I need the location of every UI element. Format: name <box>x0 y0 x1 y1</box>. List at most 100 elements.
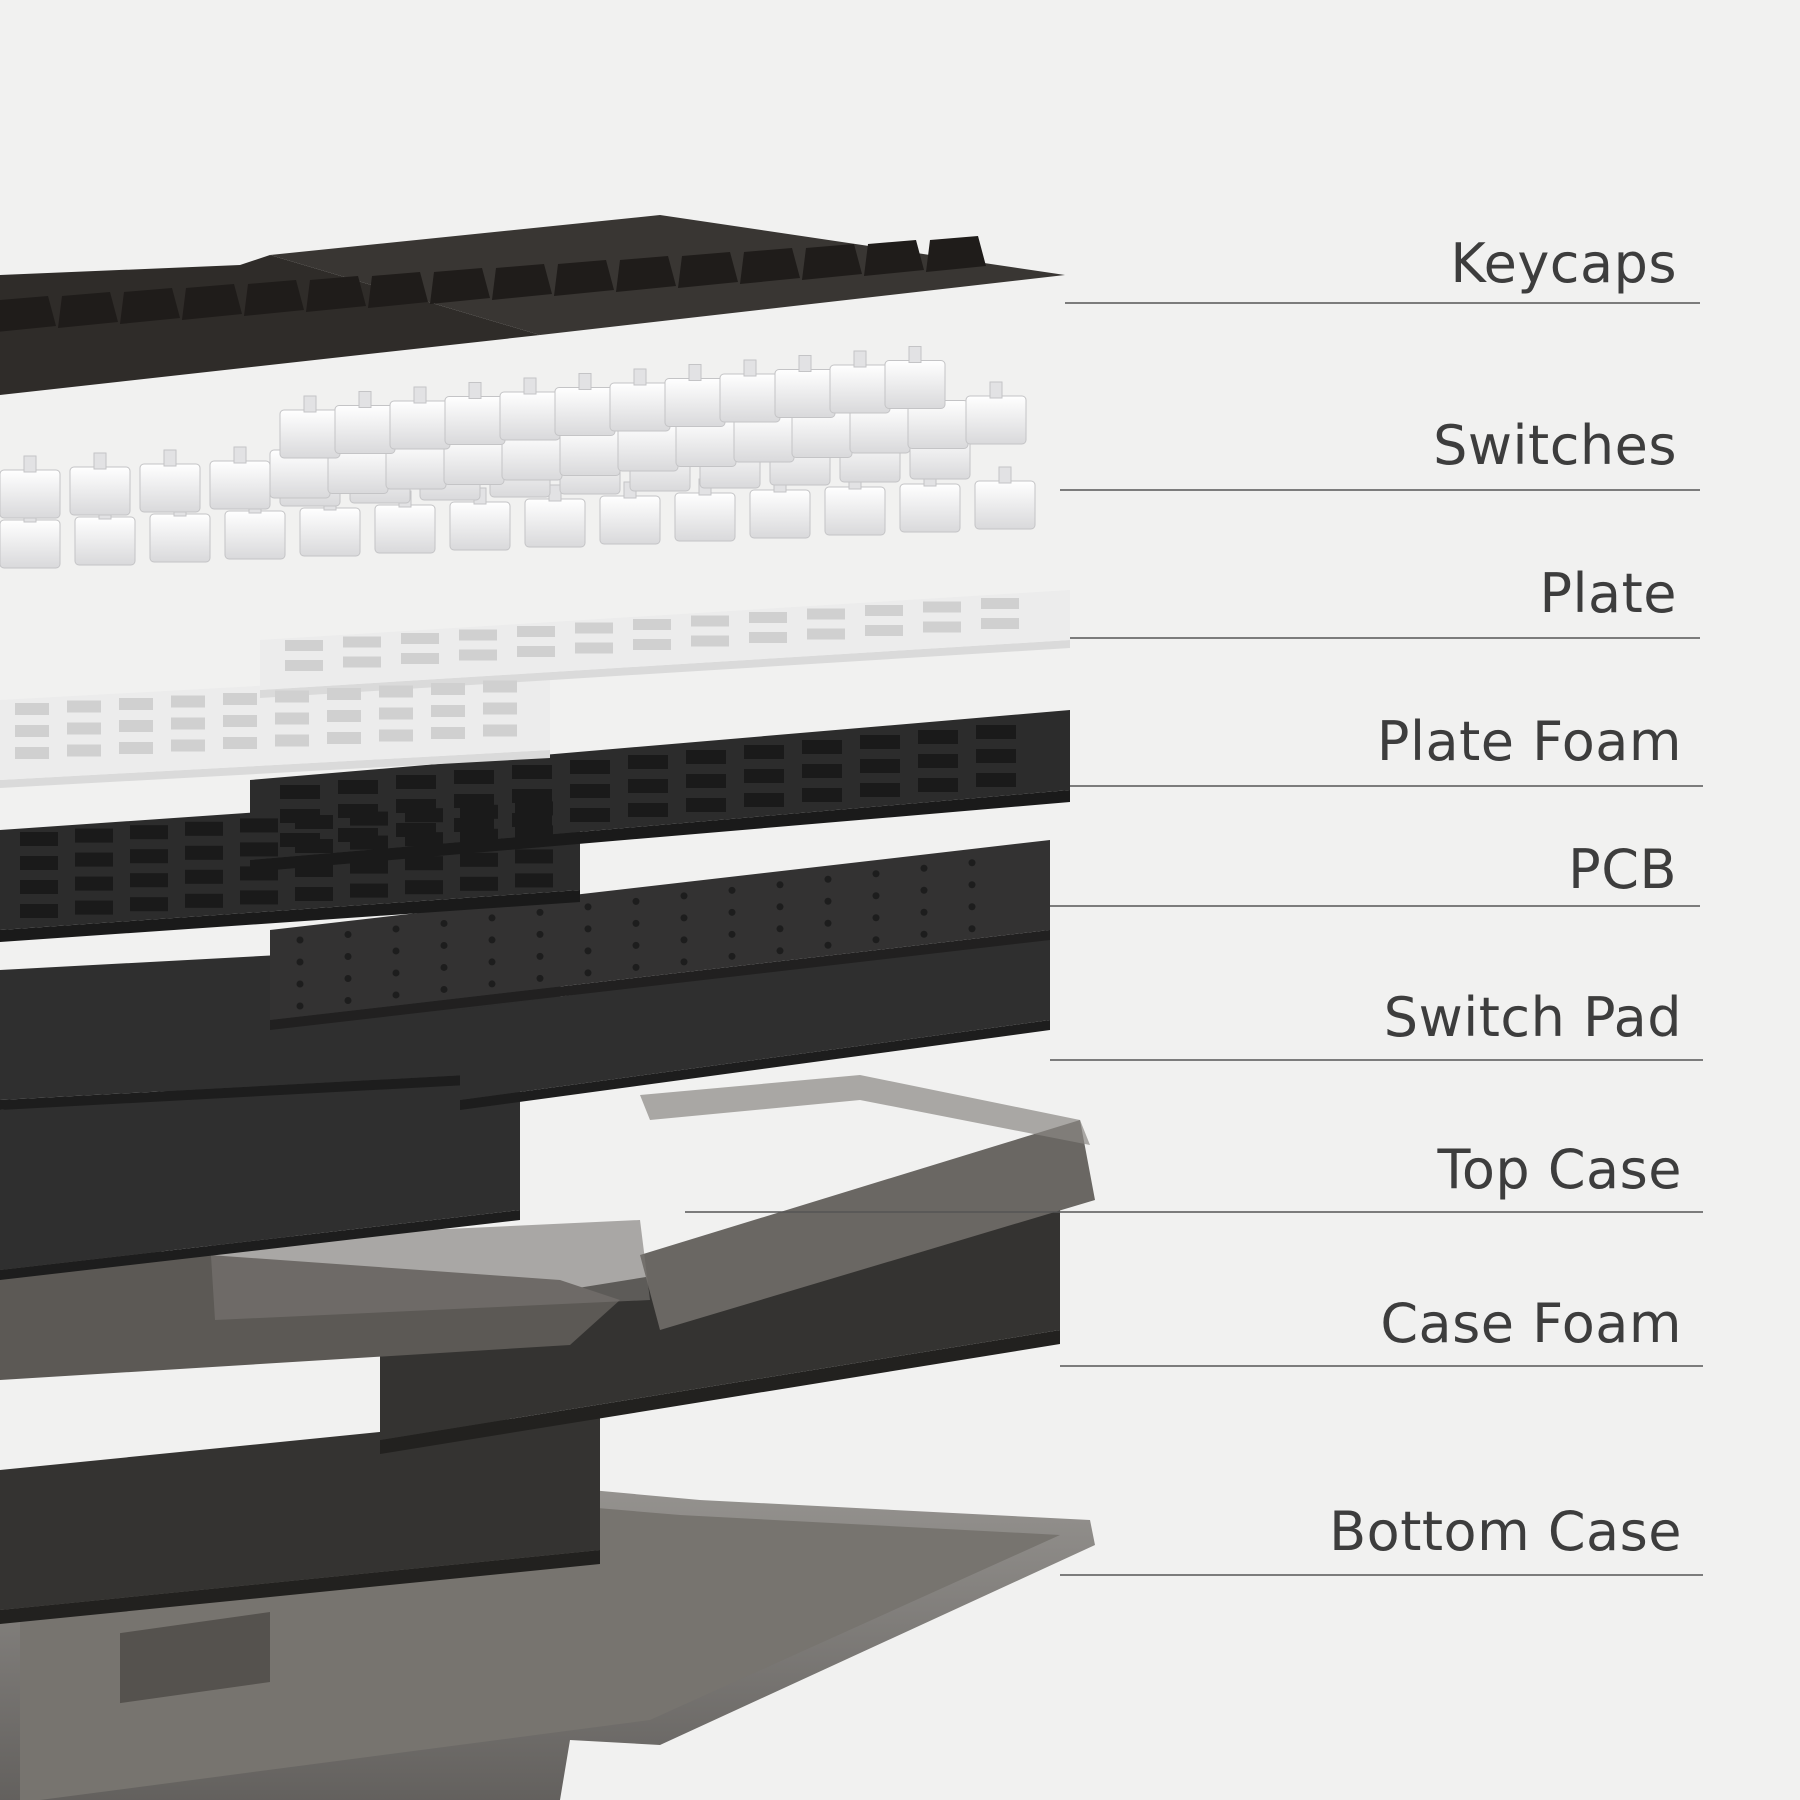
switch-stem <box>523 377 537 395</box>
plate-cutout <box>483 724 517 737</box>
pcb-hole <box>680 892 688 900</box>
keycaps-layer <box>0 215 1065 395</box>
pcb-hole <box>392 991 400 999</box>
plate-cutout <box>923 621 961 633</box>
pcb-hole <box>584 969 592 977</box>
plate-foam-cutout <box>744 745 784 759</box>
plate-foam-cutout <box>512 813 552 827</box>
pcb-hole <box>776 947 784 955</box>
plate-cutout <box>865 605 903 616</box>
pcb-hole <box>728 886 736 894</box>
plate-cutout <box>865 625 903 636</box>
pcb-layer <box>270 840 1050 1030</box>
pcb-right-surface <box>270 840 1050 1020</box>
plate-foam-cutout <box>686 750 726 764</box>
plate-foam-cutout <box>185 845 223 860</box>
plate-foam-cutout <box>570 784 610 798</box>
switch <box>69 466 131 516</box>
plate-cutout <box>431 705 465 717</box>
plate-cutout <box>223 737 257 749</box>
pcb-right-edge <box>270 930 1050 1030</box>
switch <box>449 501 511 551</box>
plate-foam-cutout <box>75 876 113 891</box>
pcb-hole <box>872 892 880 900</box>
pcb-hole <box>488 958 496 966</box>
plate-cutout <box>749 632 787 643</box>
case-foam-right-edge <box>380 1330 1060 1454</box>
switch <box>139 463 201 513</box>
plate-cutout <box>517 646 555 657</box>
pcb-hole <box>824 941 832 949</box>
pcb-hole <box>968 859 976 867</box>
pcb-hole <box>968 881 976 889</box>
plate-cutout <box>327 732 361 744</box>
switches-layer <box>0 346 1036 569</box>
plate-foam-cutout <box>75 900 113 915</box>
plate-cutout <box>275 712 309 725</box>
plate-cutout <box>691 635 729 647</box>
switch-pad-right-edge <box>460 1020 1050 1110</box>
pcb-hole <box>872 914 880 922</box>
plate-foam-cutout <box>338 804 378 818</box>
switch <box>609 382 671 432</box>
plate-foam-cutout <box>20 904 58 918</box>
plate-cutout <box>691 615 729 627</box>
switch <box>524 498 586 548</box>
pcb-hole <box>296 980 304 988</box>
plate-foam-cutout <box>405 880 443 895</box>
plate-cutout <box>343 636 381 648</box>
pcb-hole <box>536 930 544 938</box>
switch-stem <box>798 355 812 372</box>
case-foam-left-surface <box>0 1410 600 1610</box>
pcb-hole <box>632 963 640 971</box>
plate-foam-cutout <box>130 873 168 888</box>
pcb-hole <box>728 952 736 960</box>
plate-cutout <box>223 693 257 705</box>
switch-stem <box>989 381 1003 399</box>
switch <box>0 519 61 569</box>
pcb-hole <box>440 919 448 927</box>
keycap <box>740 248 800 284</box>
switch <box>209 460 271 510</box>
switch <box>599 495 661 545</box>
switch-stem <box>633 368 647 386</box>
plate-cutout <box>67 722 101 735</box>
plate-foam-cutout <box>396 775 436 789</box>
plate-foam-layer <box>0 710 1070 942</box>
pcb-hole <box>872 870 880 878</box>
plate-cutout <box>575 622 613 634</box>
plate-cutout <box>923 601 961 613</box>
pcb-hole <box>392 969 400 977</box>
switch <box>279 409 341 459</box>
label-plate: Plate <box>1539 562 1677 625</box>
plate-cutout <box>459 629 497 641</box>
switch <box>0 469 61 519</box>
switch-pad-front-edge <box>0 1210 520 1280</box>
pcb-hole <box>440 941 448 949</box>
plate-cutout <box>431 683 465 695</box>
switch <box>74 516 136 566</box>
plate-foam-cutout <box>802 764 842 778</box>
pcb-hole <box>728 908 736 916</box>
pcb-hole <box>824 919 832 927</box>
plate-foam-cutout <box>240 866 278 881</box>
pcb-hole <box>344 996 352 1004</box>
switch-stem <box>743 359 757 377</box>
top-case-layer <box>0 1075 1095 1380</box>
switch-pad-front-surface <box>0 1050 520 1270</box>
label-switches: Switches <box>1433 414 1677 477</box>
case-foam-left-edge <box>0 1550 600 1624</box>
plate-cutout <box>379 685 413 698</box>
plate-foam-cutout <box>396 799 436 813</box>
keycap <box>368 272 428 308</box>
label-switch-pad: Switch Pad <box>1383 986 1682 1049</box>
pcb-hole <box>776 903 784 911</box>
pcb-hole <box>824 875 832 883</box>
battery-mount <box>120 1612 270 1704</box>
plate-foam-cutout <box>628 755 668 769</box>
plate-cutout <box>285 660 323 671</box>
plate-foam-cutout <box>240 890 278 905</box>
plate-foam-cutout <box>454 794 494 808</box>
plate-foam-cutout <box>515 849 553 864</box>
